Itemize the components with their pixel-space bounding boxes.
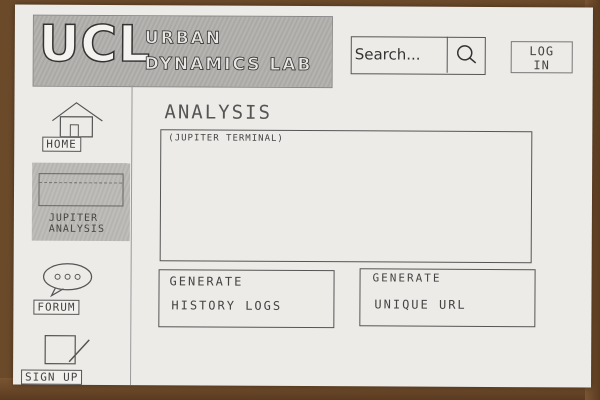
generate-unique-url-button[interactable]: GENERATE UNIQUE URL [359, 268, 536, 328]
sidebar-item-home[interactable]: HOME [32, 97, 130, 158]
pencil-paper-icon [44, 335, 90, 365]
terminal-window-icon [38, 173, 124, 207]
login-button[interactable]: LOG IN [510, 41, 573, 74]
sidebar-item-label: HOME [42, 136, 81, 152]
button-label-line1: GENERATE [169, 274, 244, 289]
sidebar-item-label: SIGN UP [21, 369, 83, 385]
speech-bubble-icon [42, 263, 93, 298]
sketch-page: UCL URBAN DYNAMICS LAB LOG IN HOME JUPIT… [13, 4, 593, 388]
sidebar-item-label: FORUM [33, 299, 80, 315]
button-label-line2: HISTORY LOGS [171, 298, 283, 313]
sidebar-item-jupiter-analysis[interactable]: JUPITER ANALYSIS [31, 162, 131, 242]
sidebar-item-sign-up[interactable]: SIGN UP [21, 330, 129, 391]
sidebar-item-label-line2: ANALYSIS [48, 223, 106, 235]
sidebar-item-label-line1: JUPITER [48, 212, 99, 224]
lab-name-line1: URBAN [144, 28, 223, 49]
page-title: ANALYSIS [164, 101, 273, 124]
ucl-logo[interactable]: UCL [38, 14, 152, 74]
button-label-line1: GENERATE [372, 271, 442, 285]
button-label-line2: UNIQUE URL [374, 297, 467, 312]
sidebar-item-forum[interactable]: FORUM [31, 260, 129, 321]
house-icon [52, 102, 103, 138]
login-label-line2: IN [533, 58, 550, 73]
lab-name: URBAN DYNAMICS LAB [144, 25, 313, 78]
generate-history-logs-button[interactable]: GENERATE HISTORY LOGS [158, 269, 335, 329]
search-icon [457, 45, 477, 64]
login-label-line1: LOG [529, 44, 555, 59]
search-input[interactable] [354, 42, 447, 67]
sidebar-divider [130, 85, 133, 386]
terminal-label: (JUPITER TERMINAL) [168, 133, 284, 144]
jupiter-terminal-panel[interactable] [159, 129, 533, 264]
search-button[interactable] [446, 36, 485, 73]
lab-name-line2: DYNAMICS LAB [144, 54, 313, 76]
